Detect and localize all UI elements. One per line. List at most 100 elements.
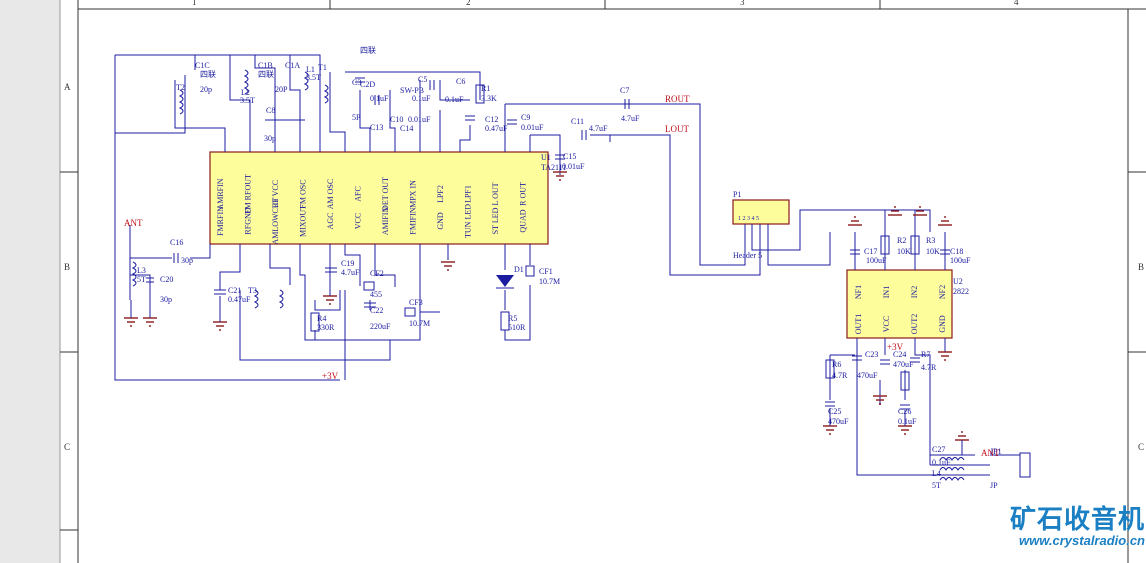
ground-c18 (938, 216, 952, 226)
jp1-label: JP1 (990, 447, 1002, 456)
ground-u2 (938, 351, 952, 361)
component-label: C23 (865, 350, 878, 359)
component-label: L2 (241, 88, 250, 97)
chip-u2-ref: U2 (953, 277, 963, 286)
component-label: T3 (248, 286, 257, 295)
component-label: 5P (352, 113, 361, 122)
component-label: C15 (563, 152, 576, 161)
component-label: 10.7M (409, 319, 430, 328)
u2-pin-label: VCC (882, 316, 891, 332)
u1-pin-label: FMRFIN (216, 206, 225, 236)
component-label: 4.7R (832, 371, 848, 380)
component-label: 455 (370, 290, 382, 299)
zone-col-3: 3 (740, 0, 745, 7)
u1-pin-label: DET OUT (381, 177, 390, 211)
coil-t1 (323, 84, 329, 104)
component-label: 4.7uF (341, 268, 360, 277)
u1-pin-label: FM RFOUT (244, 174, 253, 214)
component-label: C18 (950, 247, 963, 256)
u1-pin-label: AMIFIN (381, 207, 390, 236)
led-d1 (496, 275, 514, 287)
ground-l3 (124, 300, 138, 327)
chip-u2-part: 2822 (953, 287, 969, 296)
u1-pin-label: QUAD (519, 209, 528, 232)
d1-label: D1 (514, 265, 524, 274)
u1-pin-label: AMRFIN (216, 178, 225, 209)
ground-symbols (124, 171, 969, 455)
component-label: T1 (318, 63, 327, 72)
coil-l2 (243, 69, 249, 95)
component-label: 10K (897, 247, 911, 256)
header-p1[interactable]: 1 2 3 4 5 P1 Header 5 (732, 190, 790, 260)
zone-row-b: B (64, 262, 70, 272)
u1-pin-label: RFGND (244, 207, 253, 234)
u2-pin-label: IN2 (910, 286, 919, 298)
filter-cf1 (525, 265, 535, 277)
watermark-url: www.crystalradio.cn (1019, 533, 1145, 548)
component-label: 0.1uF (898, 417, 917, 426)
ground-r3 (913, 206, 927, 216)
coil-l4c (939, 477, 965, 481)
filter-cf3 (404, 307, 416, 317)
watermark-cn: 矿石收音机 (1009, 505, 1145, 535)
zone-col-2: 2 (466, 0, 471, 7)
component-label: 470uF (828, 417, 849, 426)
component-label: 0.01uF (562, 162, 585, 171)
ground-c17 (848, 216, 862, 226)
component-label: C5 (418, 75, 427, 84)
component-label: C8 (266, 106, 275, 115)
component-label: 330R (317, 323, 335, 332)
component-label: C14 (400, 124, 413, 133)
ground-l4 (955, 431, 969, 455)
component-label: C3 (352, 78, 361, 87)
filter-cf2 (363, 281, 375, 291)
component-label: R2 (897, 236, 906, 245)
component-label: 20P (275, 85, 288, 94)
component-label: C19 (341, 259, 354, 268)
u1-pin-label: ST LED (491, 207, 500, 234)
component-label: 0.01uF (521, 123, 544, 132)
component-label: C24 (893, 350, 906, 359)
component-label: 30p (160, 295, 172, 304)
net-ant: ANT (124, 218, 143, 228)
u2-pin-label: IN1 (882, 286, 891, 298)
component-label: 10.7M (539, 277, 560, 286)
u1-pin-label: GND (436, 212, 445, 230)
component-label: C9 (521, 113, 530, 122)
zone-labels: 1 2 3 4 A B C B C (64, 0, 1144, 452)
capacitor-plates (146, 77, 950, 410)
gang-label-2: 四联 (258, 70, 274, 79)
component-label: C10 (390, 115, 403, 124)
ground-c21 (213, 296, 227, 331)
switch-label: SW-PB (400, 86, 424, 95)
u1-pin-label: FM OSC (299, 179, 308, 208)
component-label: R1 (481, 84, 490, 93)
component-label: C20 (160, 275, 173, 284)
u1-pin-label: RF VCC (271, 180, 280, 208)
component-label: C1C (195, 61, 210, 70)
coil-t3 (253, 289, 259, 309)
component-label: 100uF (950, 256, 971, 265)
resistor-r7 (900, 371, 910, 391)
u1-pin-label: TUN LED (464, 204, 473, 238)
chip-u1-body (209, 151, 549, 245)
chip-u1-part: TA2111 (541, 163, 566, 172)
ground-c20 (143, 300, 157, 327)
symbols (131, 69, 1031, 481)
component-label: 4.7uF (621, 114, 640, 123)
zone-row-c: C (64, 442, 70, 452)
ground-c15 (553, 171, 567, 181)
u1-pin-label: AFC (354, 186, 363, 202)
component-label: 0.1uF (445, 95, 464, 104)
component-label: 0.47uF (228, 295, 251, 304)
ground-c26 (823, 408, 837, 435)
component-label: 30p (181, 256, 193, 265)
component-label: C27 (932, 445, 945, 454)
u1-pin-label: L OUT (491, 182, 500, 205)
